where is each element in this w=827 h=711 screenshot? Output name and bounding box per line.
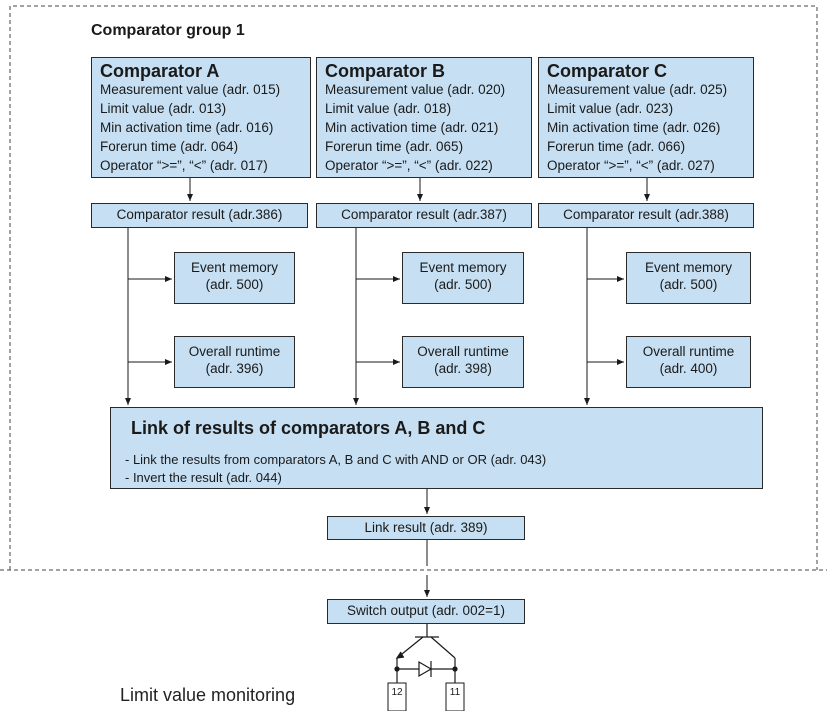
overall-runtime-label: Overall runtime — [188, 344, 281, 359]
event-memory-label: Event memory — [419, 260, 507, 275]
link-result: Link result (adr. 389) — [327, 516, 525, 540]
comparator-b-title: Comparator B — [325, 61, 446, 81]
comparator-a-box: Comparator A Measurement value (adr. 015… — [91, 57, 311, 178]
comparator-b-event-memory: Event memory (adr. 500) — [402, 252, 524, 304]
overall-runtime-address: (adr. 396) — [205, 361, 264, 376]
overall-runtime-label: Overall runtime — [417, 344, 509, 359]
comparator-c-box: Comparator C Measurement value (adr. 025… — [538, 57, 754, 178]
terminal-11-label: 11 — [449, 687, 461, 698]
comparator-b-limit: Limit value (adr. 018) — [325, 101, 452, 116]
comparator-c-operator: Operator “>=”, “<” (adr. 027) — [547, 158, 715, 173]
overall-runtime-address: (adr. 400) — [659, 361, 718, 376]
comparator-c-limit: Limit value (adr. 023) — [547, 101, 674, 116]
event-memory-label: Event memory — [644, 260, 733, 275]
event-memory-address: (adr. 500) — [659, 277, 718, 292]
comparator-c-forerun: Forerun time (adr. 066) — [547, 139, 686, 154]
group-frame — [9, 5, 818, 570]
comparator-b-forerun: Forerun time (adr. 065) — [325, 139, 464, 154]
comparator-b-measurement: Measurement value (adr. 020) — [325, 82, 506, 97]
event-memory-label: Event memory — [190, 260, 279, 275]
comparator-c-result: Comparator result (adr.388) — [538, 203, 754, 228]
comparator-b-result: Comparator result (adr.387) — [316, 203, 532, 228]
terminal-11-box — [445, 682, 465, 711]
link-title: Link of results of comparators A, B and … — [131, 418, 486, 438]
comparator-a-measurement: Measurement value (adr. 015) — [100, 82, 281, 97]
terminal-12-box — [387, 682, 407, 711]
comparator-a-operator: Operator “>=”, “<” (adr. 017) — [100, 158, 268, 173]
comparator-c-title: Comparator C — [547, 61, 668, 81]
output-transistor-symbol — [394, 624, 458, 683]
switch-output: Switch output (adr. 002=1) — [327, 599, 525, 624]
comparator-b-operator: Operator “>=”, “<” (adr. 022) — [325, 158, 493, 173]
comparator-c-measurement: Measurement value (adr. 025) — [547, 82, 728, 97]
comparator-a-limit: Limit value (adr. 013) — [100, 101, 227, 116]
comparator-a-title: Comparator A — [100, 61, 220, 81]
overall-runtime-address: (adr. 398) — [434, 361, 492, 376]
comparator-a-forerun: Forerun time (adr. 064) — [100, 139, 239, 154]
link-option-invert: - Invert the result (adr. 044) — [125, 470, 282, 485]
terminal-12-label: 12 — [391, 687, 403, 698]
comparator-c-overall-runtime: Overall runtime (adr. 400) — [626, 336, 751, 388]
group-label: Comparator group 1 — [91, 22, 245, 39]
link-box: Link of results of comparators A, B and … — [110, 407, 763, 489]
event-memory-address: (adr. 500) — [434, 277, 492, 292]
comparator-a-event-memory: Event memory (adr. 500) — [174, 252, 295, 304]
footer-label: Limit value monitoring — [120, 685, 296, 705]
comparator-c-min-activation: Min activation time (adr. 026) — [547, 120, 721, 135]
comparator-a-min-activation: Min activation time (adr. 016) — [100, 120, 274, 135]
comparator-c-event-memory: Event memory (adr. 500) — [626, 252, 751, 304]
event-memory-address: (adr. 500) — [205, 277, 264, 292]
comparator-a-result: Comparator result (adr.386) — [91, 203, 308, 228]
link-option-and-or: - Link the results from comparators A, B… — [125, 452, 547, 467]
comparator-b-overall-runtime: Overall runtime (adr. 398) — [402, 336, 524, 388]
comparator-b-min-activation: Min activation time (adr. 021) — [325, 120, 499, 135]
comparator-b-box: Comparator B Measurement value (adr. 020… — [316, 57, 532, 178]
comparator-a-overall-runtime: Overall runtime (adr. 396) — [174, 336, 295, 388]
overall-runtime-label: Overall runtime — [642, 344, 735, 359]
